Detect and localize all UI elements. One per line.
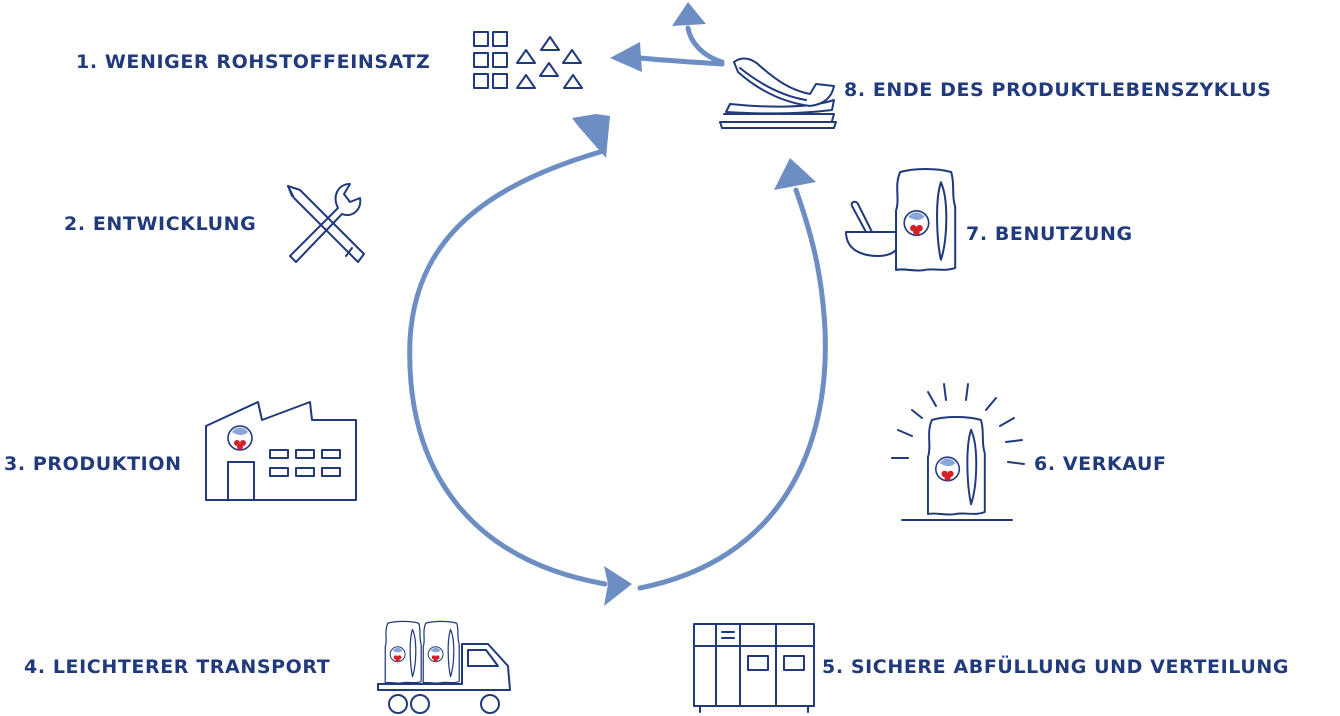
highlighted-pouch-icon — [891, 383, 1025, 521]
raw-materials-icon — [473, 31, 583, 89]
cycle-arrow-bottom-head — [604, 566, 632, 606]
cycle-arrow-exit-head — [672, 2, 706, 26]
step-4-label: 4. LEICHTERER TRANSPORT — [24, 656, 331, 678]
cycle-arrow-right-head — [774, 158, 816, 190]
cycle-arrow-exit — [685, 25, 725, 65]
cycle-arrow-right — [637, 187, 828, 591]
cycle-arrow-left-head — [572, 114, 610, 158]
flattened-packaging-icon — [719, 57, 837, 129]
step-8-label: 8. ENDE DES PRODUKTLEBENSZYKLUS — [844, 79, 1272, 101]
cycle-arrow-end-head — [610, 42, 642, 72]
pouch-and-bowl-icon — [845, 167, 957, 272]
step-3-label: 3. PRODUKTION — [4, 453, 182, 475]
truck-icon — [377, 620, 511, 714]
factory-icon — [205, 401, 357, 501]
cycle-arrows — [407, 2, 828, 606]
step-7-label: 7. BENUTZUNG — [966, 223, 1133, 245]
step-5-label: 5. SICHERE ABFÜLLUNG UND VERTEILUNG — [822, 656, 1290, 678]
step-1-label: 1. WENIGER ROHSTOFFEINSATZ — [76, 51, 431, 73]
step-6-label: 6. VERKAUF — [1034, 453, 1167, 475]
cycle-arrow-end — [637, 55, 725, 67]
filling-machine-icon — [693, 623, 815, 713]
step-2-label: 2. ENTWICKLUNG — [64, 213, 257, 235]
pencil-wrench-icon — [287, 183, 365, 263]
cycle-arrow-left — [407, 149, 608, 587]
